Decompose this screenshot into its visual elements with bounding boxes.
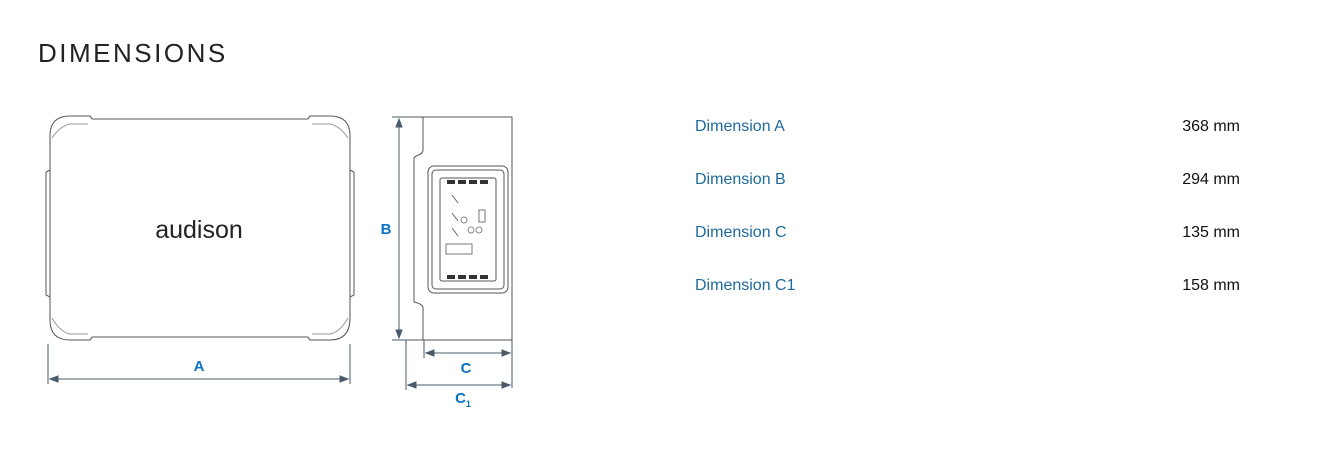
label-a: A [194, 358, 205, 375]
dimension-row-c: Dimension C 135 mm [695, 224, 1240, 242]
dimension-b-arrow [392, 116, 406, 341]
dimension-label: Dimension C1 [695, 277, 796, 294]
front-view [45, 115, 355, 341]
label-c1-main: C [455, 390, 466, 407]
dimension-label: Dimension A [695, 118, 785, 135]
dimension-row-c1: Dimension C1 158 mm [695, 277, 1240, 295]
label-c: C [461, 360, 472, 377]
dimension-row-b: Dimension B 294 mm [695, 171, 1240, 189]
dimension-c1-arrow [405, 340, 512, 390]
label-c1-sub: 1 [466, 399, 471, 409]
audison-logo: audison [155, 216, 243, 244]
dimension-value: 135 mm [1182, 224, 1240, 241]
dimension-label: Dimension B [695, 171, 786, 188]
dimension-value: 158 mm [1182, 277, 1240, 294]
section-title: DIMENSIONS [38, 38, 228, 68]
dimension-row-a: Dimension A 368 mm [695, 118, 1240, 136]
dimension-value: 294 mm [1182, 171, 1240, 188]
dimension-c-arrow [423, 340, 513, 388]
label-c1: C1 [455, 390, 471, 409]
label-b: B [381, 221, 392, 238]
dimension-label: Dimension C [695, 224, 787, 241]
dimension-a-arrow [47, 344, 351, 384]
dimension-value: 368 mm [1182, 118, 1240, 135]
side-view [406, 116, 513, 341]
